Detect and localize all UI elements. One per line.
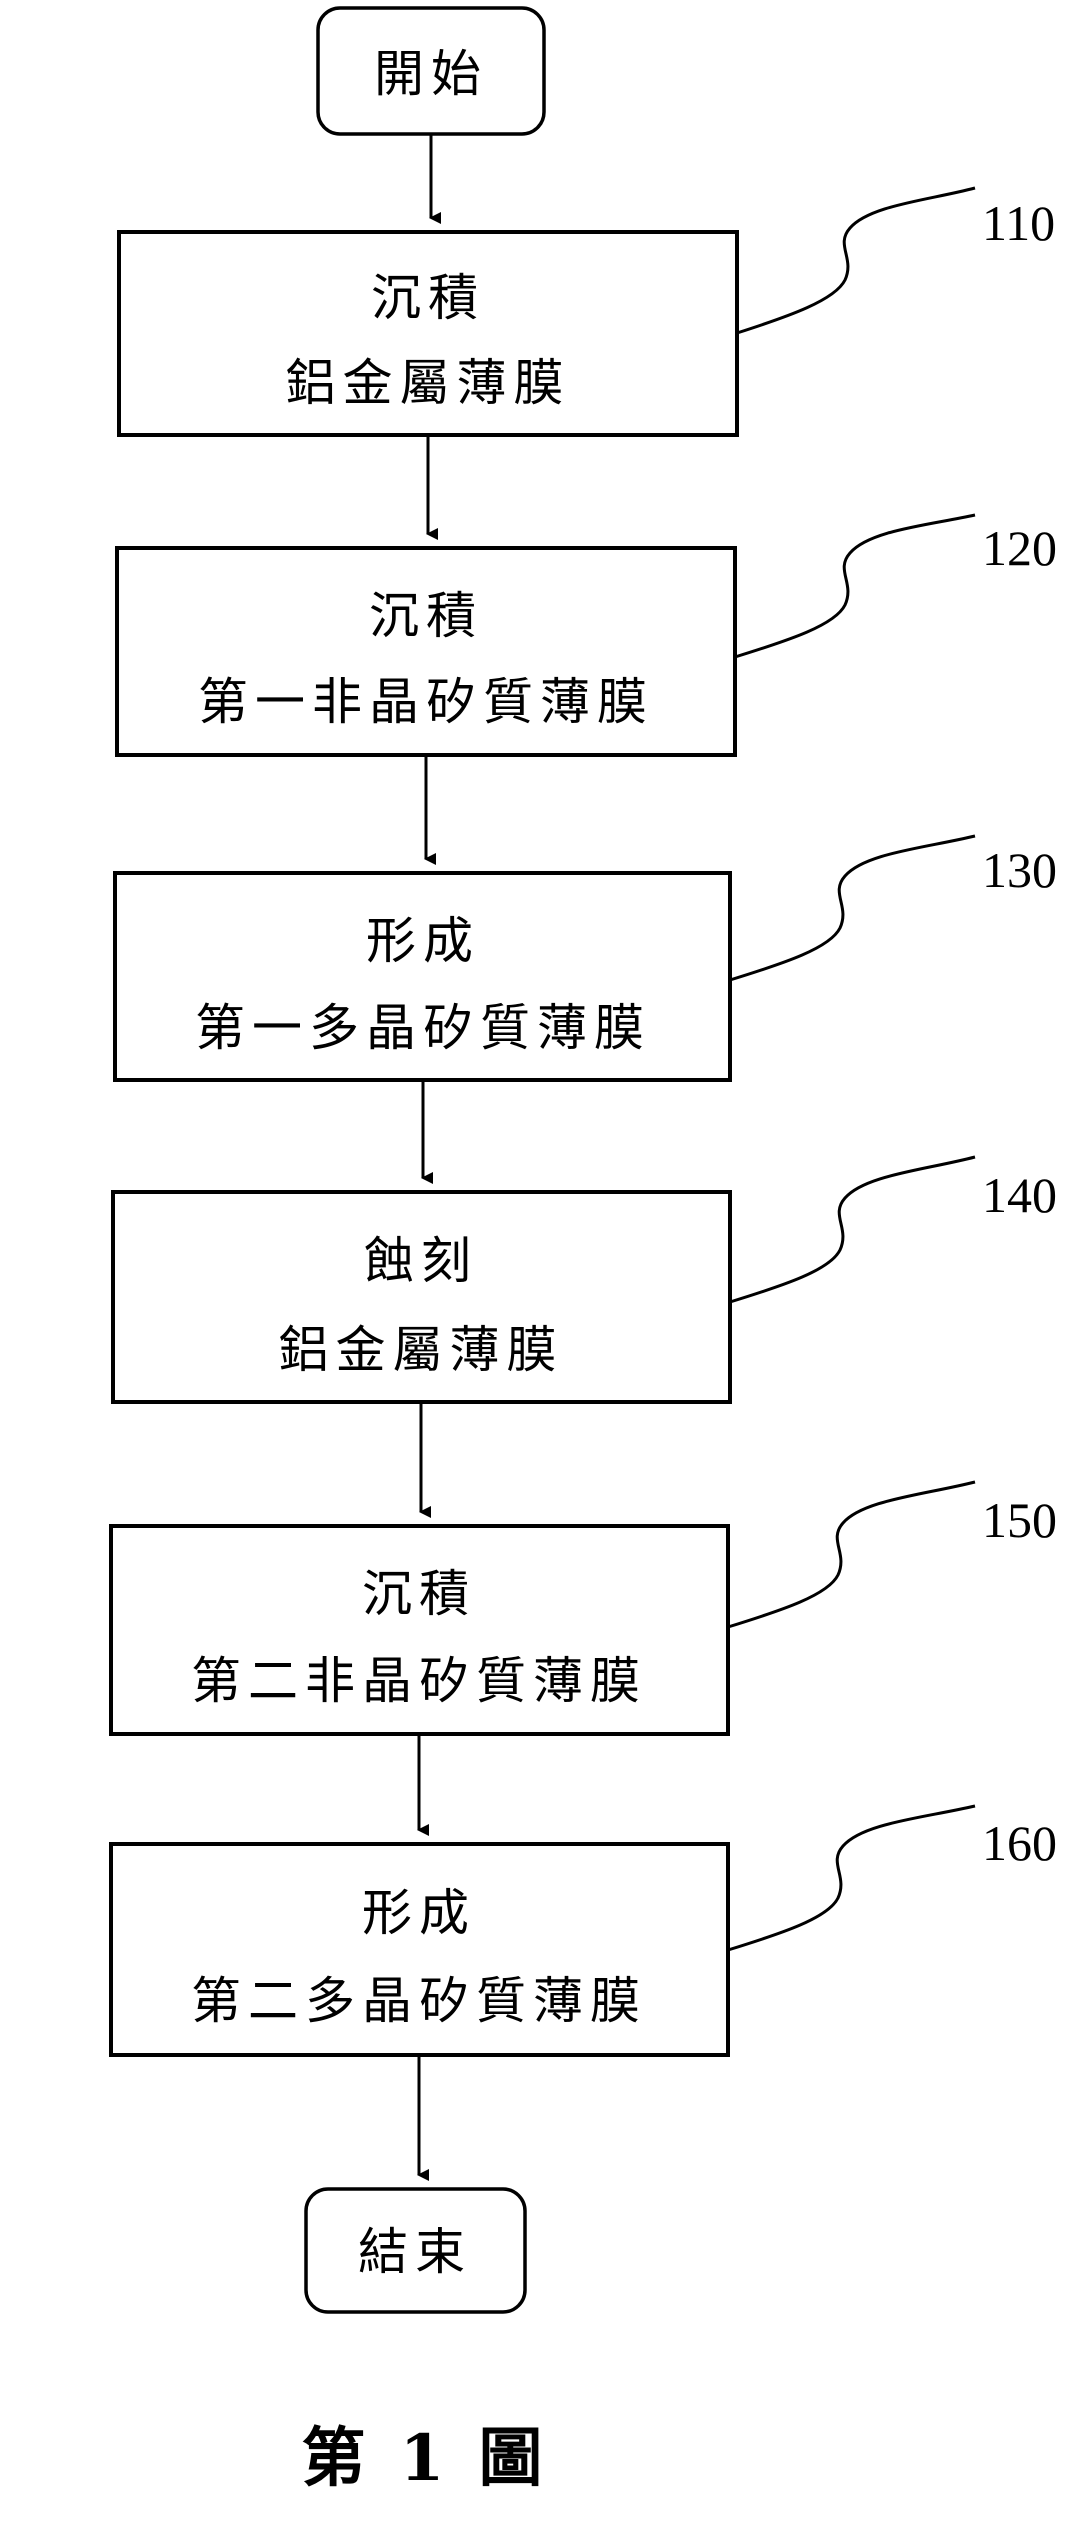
step-110-leader-line: [736, 186, 976, 335]
end-node: 結束: [304, 2187, 527, 2314]
step-120-leader-line: [734, 513, 976, 659]
step-150: 沉積 第二非晶矽質薄膜 150: [109, 1480, 1057, 1736]
step-160-line1: 形成: [362, 1884, 476, 1942]
step-130-line2: 第一多晶矽質薄膜: [195, 999, 651, 1057]
step-150-line1: 沉積: [362, 1565, 476, 1623]
end-node-label: 結束: [358, 2223, 472, 2281]
step-150-leader-line: [727, 1480, 976, 1629]
step-140-line1: 蝕刻: [364, 1232, 478, 1290]
step-140-line2: 鋁金屬薄膜: [279, 1321, 564, 1379]
step-130-line1: 形成: [366, 912, 480, 970]
step-160-box: [109, 1842, 730, 2057]
step-150-ref-number: 150: [982, 1492, 1057, 1548]
step-140-leader-line: [729, 1155, 976, 1304]
step-110-ref-number: 110: [982, 195, 1055, 251]
step-110-box: [117, 230, 739, 437]
step-140-box: [111, 1190, 732, 1404]
step-150-box: [109, 1524, 730, 1736]
step-130-ref-number: 130: [982, 842, 1057, 898]
step-120-ref-number: 120: [982, 520, 1057, 576]
step-160: 形成 第二多晶矽質薄膜 160: [109, 1804, 1057, 2057]
step-130-box: [113, 871, 732, 1082]
figure-caption: 第 1 圖: [301, 2421, 548, 2496]
step-150-line2: 第二非晶矽質薄膜: [191, 1652, 647, 1710]
step-160-line2: 第二多晶矽質薄膜: [191, 1972, 647, 2030]
step-160-leader-line: [727, 1804, 976, 1952]
step-120-line2: 第一非晶矽質薄膜: [198, 673, 654, 731]
step-120-line1: 沉積: [369, 587, 483, 645]
start-node: 開始: [316, 6, 546, 136]
step-110-line1: 沉積: [371, 269, 485, 327]
step-140: 蝕刻 鋁金屬薄膜 140: [111, 1155, 1057, 1404]
step-110-line2: 鋁金屬薄膜: [286, 354, 571, 412]
step-160-ref-number: 160: [982, 1815, 1057, 1871]
start-node-label: 開始: [374, 45, 488, 103]
step-110: 沉積 鋁金屬薄膜 110: [117, 186, 1055, 437]
step-140-ref-number: 140: [982, 1167, 1057, 1223]
step-130: 形成 第一多晶矽質薄膜 130: [113, 834, 1057, 1082]
step-130-leader-line: [729, 834, 976, 982]
step-120: 沉積 第一非晶矽質薄膜 120: [115, 513, 1057, 757]
end-node-shape: [304, 2187, 527, 2314]
